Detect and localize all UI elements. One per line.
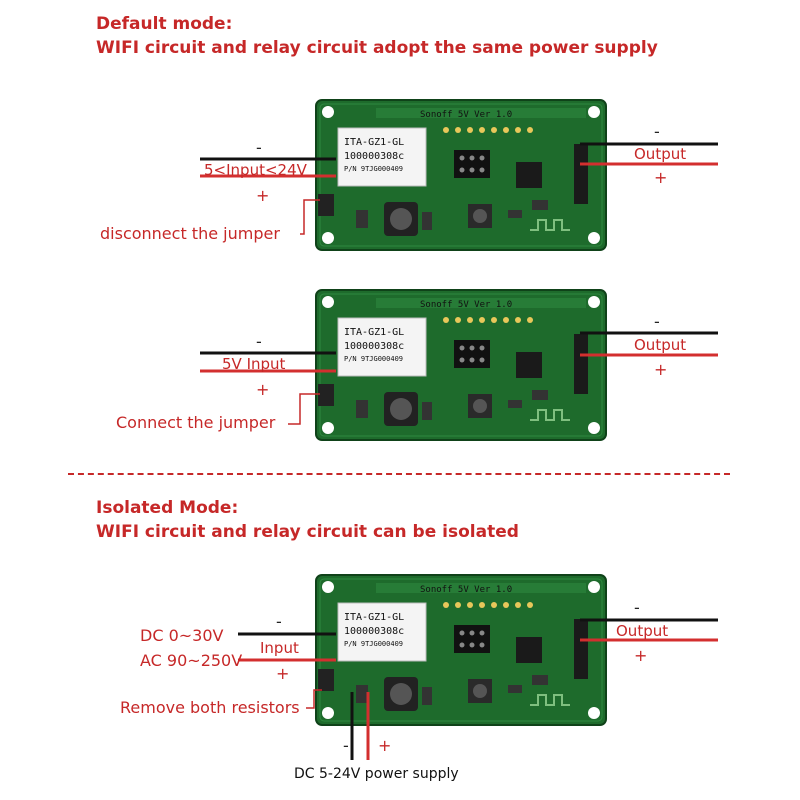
board-isolated (315, 574, 607, 726)
d2-input-minus: - (256, 332, 262, 351)
d3-supply-label: DC 5-24V power supply (294, 766, 459, 782)
default-mode-heading: Default mode: (96, 14, 233, 34)
d2-jumper-label: Connect the jumper (116, 413, 276, 432)
isolated-mode-heading: Isolated Mode: (96, 498, 239, 518)
d3-supply-plus: + (378, 736, 392, 755)
board-1-relay-line2: 100000308c (344, 151, 405, 162)
d3-input-plus: + (276, 664, 290, 683)
d3-ac-label: AC 90~250V (140, 651, 243, 670)
board-2-silkscreen: Sonoff 5V Ver 1.0 (420, 300, 513, 310)
d3-output-plus: + (634, 646, 648, 665)
d2-input-plus: + (256, 380, 270, 399)
d3-output-label: Output (616, 622, 669, 640)
d3-dc-label: DC 0~30V (140, 626, 224, 645)
isolated-mode-subheading: WIFI circuit and relay circuit can be is… (96, 522, 519, 542)
section-separator (68, 473, 730, 475)
d2-output-minus: - (654, 312, 660, 331)
d2-input-label: 5V Input (222, 355, 286, 373)
d2-output-plus: + (654, 360, 668, 379)
d3-resistor-label: Remove both resistors (120, 698, 300, 717)
board-1-relay-line1: ITA-GZ1-GL (344, 137, 405, 148)
board-default-2 (315, 289, 607, 441)
board-3-silkscreen: Sonoff 5V Ver 1.0 (420, 585, 513, 595)
board-2-relay-line1: ITA-GZ1-GL (344, 327, 405, 338)
d3-supply-minus: - (343, 736, 349, 755)
d1-output-label: Output (634, 145, 687, 163)
d3-output-minus: - (634, 598, 640, 617)
board-3-relay-line1: ITA-GZ1-GL (344, 612, 405, 623)
default-mode-subheading: WIFI circuit and relay circuit adopt the… (96, 38, 658, 58)
d1-output-plus: + (654, 168, 668, 187)
d3-input-minus: - (276, 612, 282, 631)
board-1-silkscreen: Sonoff 5V Ver 1.0 (420, 110, 513, 120)
d1-jumper-label: disconnect the jumper (100, 224, 280, 243)
d1-input-plus: + (256, 186, 270, 205)
board-3-relay-line2: 100000308c (344, 626, 405, 637)
board-2-relay-line3: P/N 9TJG000409 (344, 355, 404, 363)
d1-input-minus: - (256, 138, 262, 157)
board-2-relay-line2: 100000308c (344, 341, 405, 352)
board-1-relay-line3: P/N 9TJG000409 (344, 165, 404, 173)
d1-input-label: 5<Input<24V (204, 161, 307, 179)
d2-output-label: Output (634, 336, 687, 354)
board-3-relay-line3: P/N 9TJG000409 (344, 640, 404, 648)
board-default-1 (315, 99, 607, 251)
d1-output-minus: - (654, 122, 660, 141)
d3-input-label: Input (260, 639, 299, 657)
